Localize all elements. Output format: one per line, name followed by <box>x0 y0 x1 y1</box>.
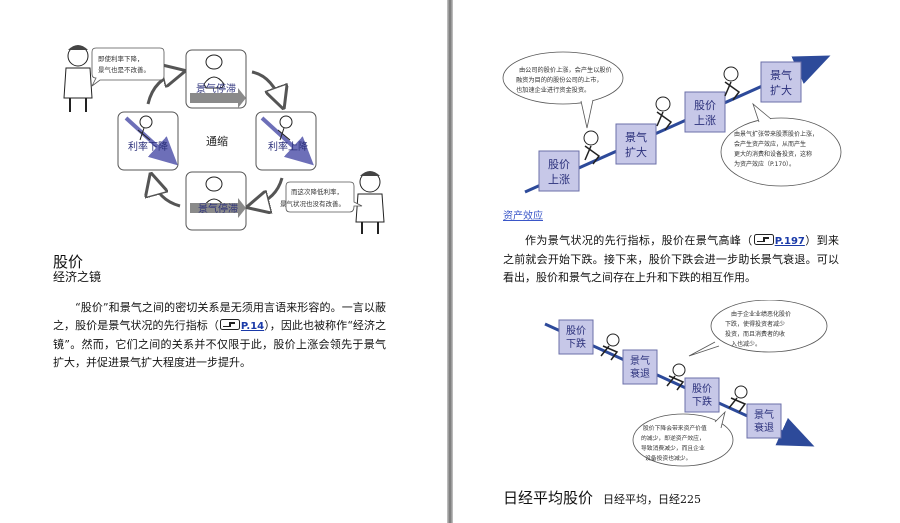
left-page: 通缩 景气停滞 利率下降 利率上降 <box>0 0 447 523</box>
rise-box-2: 景气 扩大 <box>615 123 657 165</box>
pointing-hand-icon <box>219 319 240 330</box>
faller-figure-1 <box>600 333 620 361</box>
cycle-box-right: 利率上降 <box>255 111 317 171</box>
fall-box-1-line-1: 股价 <box>566 325 586 337</box>
next-section-heading: 日经平均股价 <box>503 489 594 507</box>
rise-bubble-right: 由景气扩张带来股票股价上涨， 会产生资产效应，从而产生 更大的消费和设备投资，这… <box>720 102 842 187</box>
fall-bubble-top-line-1: 由于企业业绩恶化股价 <box>731 310 791 318</box>
rise-bubble-left-line-3: 也加速企业进行资金投资。 <box>516 86 590 94</box>
fall-bubble-top-line-4: 入也减少。 <box>731 340 761 348</box>
fall-bubble-bottom-line-2: 的减少，即逆资产效应， <box>641 434 705 442</box>
section-subheading: 经济之镜 <box>53 270 102 284</box>
rise-box-1-line-1: 股价 <box>548 158 570 171</box>
fall-box-4: 景气 衰退 <box>746 403 782 439</box>
fall-box-2-line-1: 景气 <box>630 354 650 367</box>
fall-bubble-bottom-line-1: 股价下降会带来资产价值 <box>643 424 707 432</box>
deflation-cycle-diagram: 通缩 景气停滞 利率下降 利率上降 <box>63 45 385 234</box>
fall-box-3-line-2: 下跌 <box>692 395 712 408</box>
section-heading: 股价 <box>53 253 84 271</box>
worried-man-figure <box>63 45 93 112</box>
fall-bubble-bottom-line-3: 导致消费减少，而且企业 <box>641 444 705 452</box>
climber-figure-3 <box>723 66 741 101</box>
bowing-man-figure <box>355 171 385 234</box>
rise-box-4: 景气 扩大 <box>760 61 802 103</box>
climber-figure-2 <box>655 96 673 131</box>
cycle-box-bottom: 景气停滞 <box>185 171 247 231</box>
cycle-box-left: 利率下降 <box>117 111 179 171</box>
rise-box-3: 股价 上涨 <box>684 91 726 133</box>
right-paragraph-text-2: ）到来之前就会开始下跌。接下来，股价下跌会进一步助长景气衰退。可以看出，股价和景… <box>503 234 840 284</box>
climber-figure-1 <box>583 130 601 165</box>
asset-effect-link[interactable]: 资产效应 <box>503 211 543 222</box>
right-page: 股价 上涨 景气 扩大 股价 上涨 景气 扩大 <box>453 0 900 523</box>
rise-box-1-line-2: 上涨 <box>548 173 570 186</box>
rise-bubble-left: 由公司的股价上涨，会产生以股价 融资为目的的股份公司的上市， 也加速企业进行资金… <box>502 51 624 129</box>
bubble-top-left: 即使利率下降， 景气也是不改善。 <box>91 47 165 87</box>
rise-box-1: 股价 上涨 <box>538 150 580 192</box>
rise-box-2-line-1: 景气 <box>625 130 647 144</box>
bubble-bottom-right-line-2: 景气状况也没有改善。 <box>280 199 345 208</box>
left-body-paragraph: “股价”和景气之间的密切关系是无须用言语来形容的。一言以蔽之，股价是景气状况的先… <box>53 299 386 372</box>
price-fall-diagram: 股价 下跌 景气 衰退 股价 下跌 景气 衰退 <box>544 300 828 467</box>
cycle-arrow-bottom-left <box>152 178 181 208</box>
rise-bubble-right-line-3: 更大的消费和设备投资，这称 <box>734 150 812 158</box>
faller-figure-3 <box>728 385 748 413</box>
center-label: 通缩 <box>206 135 228 148</box>
fall-bubble-top-line-2: 下跌，使得投资者减少 <box>725 320 785 328</box>
rise-box-2-line-2: 扩大 <box>625 145 647 159</box>
fall-bubble-bottom: 股价下降会带来资产价值 的减少，即逆资产效应， 导致消费减少，而且企业 设备投资… <box>632 410 734 467</box>
rise-bubble-right-line-4: 为资产效应（P.170）。 <box>734 160 795 168</box>
cycle-arrow-left-top <box>146 72 180 105</box>
fall-box-4-line-1: 景气 <box>754 408 774 421</box>
fall-box-3: 股价 下跌 <box>684 377 720 413</box>
price-rise-diagram: 股价 上涨 景气 扩大 股价 上涨 景气 扩大 <box>502 51 842 194</box>
bubble-top-left-line-2: 景气也是不改善。 <box>98 65 150 74</box>
next-section-title: 日经平均股价日经平均，日经225 <box>503 487 701 508</box>
bubble-bottom-right-line-1: 而这次降低利率， <box>291 187 343 196</box>
next-section-subtitle: 日经平均，日经225 <box>603 493 702 506</box>
page-ref-link-p14[interactable]: P.14 <box>240 321 265 332</box>
fall-bubble-top-line-3: 投资，而且消费者的收 <box>725 330 785 338</box>
rise-box-3-line-1: 股价 <box>694 99 716 112</box>
rise-bubble-right-line-1: 由景气扩张带来股票股价上涨， <box>734 130 818 138</box>
book-gutter <box>447 0 453 523</box>
page-ref-link-p197[interactable]: P.197 <box>774 236 805 247</box>
fall-box-2: 景气 衰退 <box>622 349 658 385</box>
fall-box-4-line-2: 衰退 <box>754 421 774 434</box>
cycle-arrow-top-right <box>251 70 282 104</box>
rise-box-4-line-2: 扩大 <box>770 83 792 97</box>
right-body-paragraph: 作为景气状况的先行指标，股价在景气高峰（ P.197）到来之前就会开始下跌。接下来… <box>503 232 839 287</box>
cycle-box-top: 景气停滞 <box>185 49 247 109</box>
rise-bubble-left-line-1: 由公司的股价上涨，会产生以股价 <box>519 66 612 74</box>
fall-box-2-line-2: 衰退 <box>630 367 650 380</box>
fall-bubble-bottom-line-4: 设备投资也减少。 <box>645 454 691 462</box>
cycle-arrow-right-bottom <box>252 177 284 206</box>
box-right-label: 利率上降 <box>268 140 308 153</box>
bubble-top-left-line-1: 即使利率下降， <box>98 54 144 63</box>
rise-box-3-line-2: 上涨 <box>694 114 716 127</box>
left-paragraph-text-1: “股价”和景气之间的密切关系是无须用言语来形容的。一言以蔽之，股价是景气状况的先… <box>53 301 386 332</box>
rise-bubble-right-line-2: 会产生资产效应，从而产生 <box>734 140 806 148</box>
rise-box-4-line-1: 景气 <box>770 68 792 82</box>
box-top-label: 景气停滞 <box>196 82 236 95</box>
right-paragraph-text-1: 作为景气状况的先行指标，股价在景气高峰（ <box>525 234 753 247</box>
fall-box-3-line-1: 股价 <box>692 383 712 395</box>
rise-bubble-left-line-2: 融资为目的的股份公司的上市， <box>516 76 603 84</box>
box-left-label: 利率下降 <box>128 140 168 153</box>
bubble-bottom-right: 而这次降低利率， 景气状况也没有改善。 <box>280 181 363 213</box>
fall-box-1: 股价 下跌 <box>558 319 594 355</box>
box-bottom-label: 景气停滞 <box>198 202 238 215</box>
faller-figure-2 <box>666 363 686 391</box>
left-paragraph-text-2: ），因此也被称作“经济之镜”。然而，它们之间的关系并不仅限于此，股价上涨会领先于… <box>53 319 386 369</box>
pointing-hand-icon <box>753 234 774 245</box>
fall-bubble-top: 由于企业业绩恶化股价 下跌，使得投资者减少 投资，而且消费者的收 入也减少。 <box>688 300 828 357</box>
fall-box-1-line-2: 下跌 <box>566 337 586 350</box>
